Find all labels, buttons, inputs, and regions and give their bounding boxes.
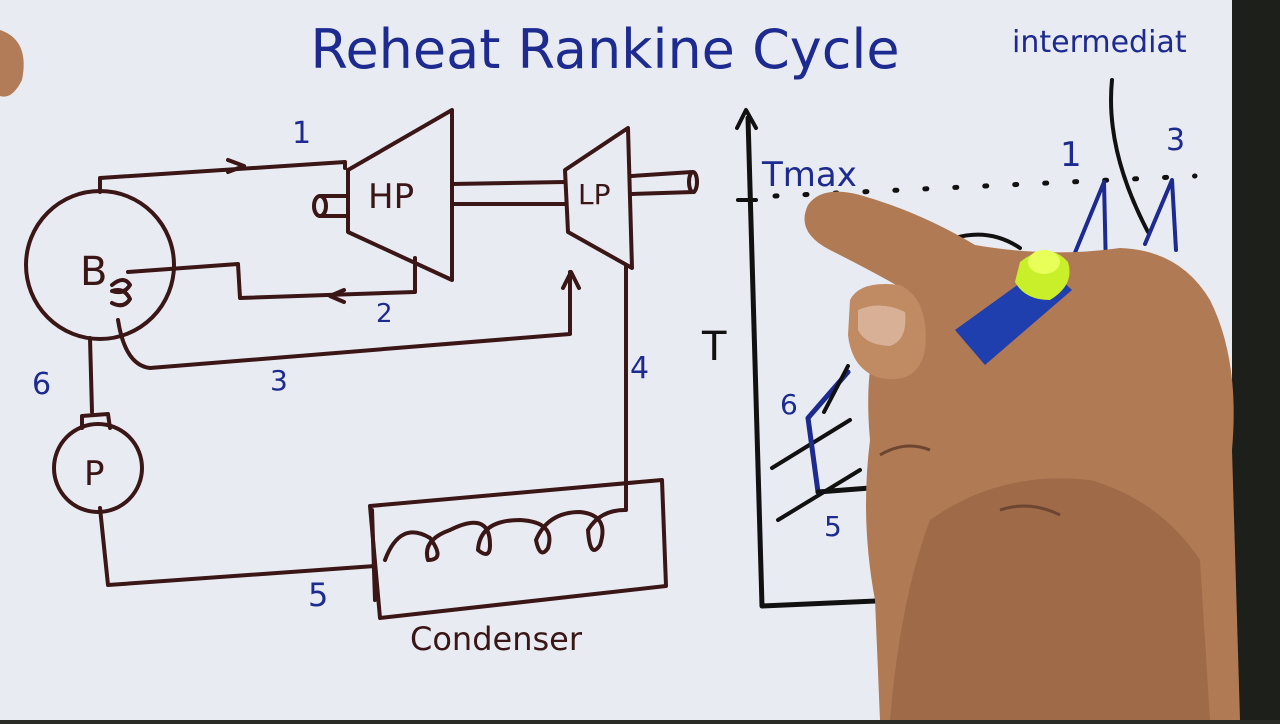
isobar-curve (1109, 78, 1150, 234)
tmax-dotted-line (772, 173, 1198, 199)
condenser-coil (383, 508, 627, 562)
condenser-label: Condenser (410, 620, 583, 658)
pipe-state-2 (126, 256, 417, 300)
pipe-state-1 (98, 160, 347, 194)
boiler-label: B (80, 249, 107, 295)
shaft-output (630, 170, 696, 196)
table-edge (1232, 0, 1280, 720)
pen-cap-top (1028, 250, 1060, 274)
lp-turbine-body (563, 126, 634, 270)
dome-left (822, 364, 850, 414)
state-3-label: 3 (270, 364, 288, 397)
reheater-coil (110, 278, 132, 308)
lp-turbine-label: LP (578, 178, 610, 211)
knuckle-line (879, 444, 931, 457)
pipe-state-6 (88, 336, 94, 414)
dome-top (953, 232, 1022, 250)
flow-arrow-3 (561, 270, 581, 290)
process-4-5 (815, 485, 873, 495)
thumbnail (858, 305, 906, 346)
page-title: Reheat Rankine Cycle (310, 18, 899, 81)
ts-y-axis-label: T (701, 324, 727, 370)
corner-note: intermediat (1012, 25, 1187, 60)
flow-arrow-2 (328, 288, 346, 304)
knuckle-line-2 (999, 504, 1061, 517)
pump-nozzle (80, 412, 112, 430)
state-6-label: 6 (32, 367, 51, 402)
condenser-shell (368, 478, 668, 620)
pipe-state-5 (98, 506, 377, 587)
hand-shadow (890, 478, 1210, 720)
ts-axes (745, 115, 903, 609)
hp-turbine-label: HP (368, 177, 414, 217)
state-1-label: 1 (292, 116, 311, 151)
state-4-label: 4 (630, 351, 649, 386)
tmax-label: Tmax (761, 155, 857, 195)
state-5-label: 5 (308, 576, 328, 614)
hp-shaft-end (312, 194, 328, 218)
shaft-output-end (687, 170, 699, 194)
ts-point-1: 1 (1060, 135, 1082, 175)
process-3-4 (1143, 178, 1178, 252)
ts-axis-arrow (735, 108, 758, 130)
ts-point-5: 5 (824, 510, 842, 543)
hp-shaft-stub (318, 194, 350, 218)
flow-arrow-1 (226, 158, 246, 174)
shaft-hp-lp (450, 180, 567, 206)
ts-diagram (735, 78, 1198, 609)
hp-turbine-body (346, 108, 454, 282)
ts-point-6: 6 (780, 388, 798, 421)
condenser-inner-left (370, 508, 377, 602)
ts-point-3: 3 (1166, 123, 1185, 158)
cycle-schematic (24, 108, 699, 620)
presenter-hand (0, 30, 1240, 720)
pipe-state-3 (116, 270, 572, 370)
pump-circle (52, 422, 144, 514)
process-1-2 (1070, 180, 1108, 272)
pump-label: P (84, 454, 105, 494)
left-finger-edge (0, 30, 24, 97)
state-2-label: 2 (376, 299, 393, 329)
